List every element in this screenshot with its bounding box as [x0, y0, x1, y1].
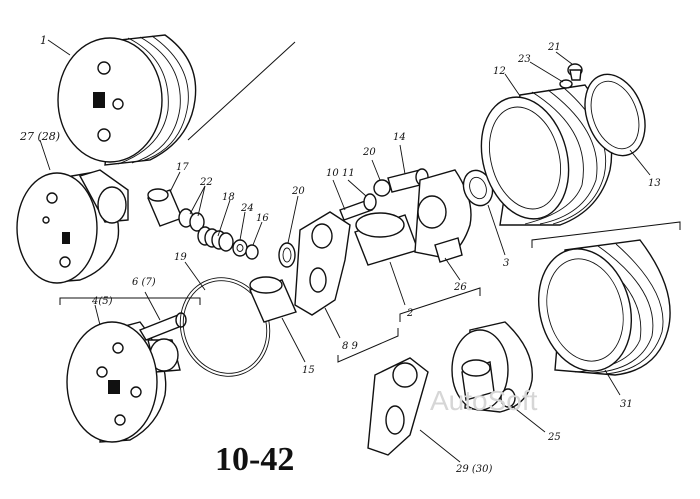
part-17-bushing — [147, 188, 183, 227]
part-24-washer — [232, 239, 248, 257]
part-21-bolt — [567, 63, 583, 81]
callout-1: 1 — [40, 34, 47, 47]
callout-2: 2 — [406, 308, 413, 319]
callout-16: 16 — [256, 213, 269, 224]
callout-22: 22 — [199, 177, 213, 188]
part-2-bushing — [354, 212, 419, 266]
part-18-spring — [197, 226, 234, 252]
callout-11: 11 — [342, 168, 355, 179]
part-1-housing — [57, 34, 197, 166]
callout-21: 21 — [547, 42, 561, 53]
part-13-ring — [584, 73, 646, 157]
leader-lines — [39, 39, 651, 463]
watermark-text: AutoSoft — [430, 385, 538, 416]
part-31-drum — [537, 239, 671, 376]
part-20-ring-left — [278, 242, 296, 268]
callout-17: 17 — [176, 162, 189, 173]
part-12-drum — [480, 84, 613, 226]
callout-25: 25 — [547, 432, 561, 443]
callout-27: 27 (28) — [19, 130, 60, 143]
part-25-cam — [451, 321, 533, 413]
callout-labels: 1 27 (28) 17 22 18 24 16 20 10 11 20 14 … — [19, 34, 661, 475]
part-4-flange — [66, 321, 181, 443]
part-27-flange — [16, 169, 129, 284]
callout-10: 10 — [326, 168, 339, 179]
callout-13: 13 — [648, 178, 661, 189]
figure-number: 10-42 — [215, 441, 294, 478]
callout-3: 3 — [503, 258, 509, 269]
callout-12: 12 — [493, 66, 506, 77]
callout-4: 4(5) — [91, 296, 113, 307]
part-29-lever — [367, 357, 429, 456]
part-15-bushing — [249, 276, 297, 323]
callout-26: 26 — [453, 282, 467, 293]
group-brackets — [59, 41, 681, 363]
part-26-carrier — [414, 169, 472, 263]
callout-29: 29 (30) — [455, 464, 493, 475]
callout-23: 23 — [517, 54, 531, 65]
part-16-washer — [245, 244, 259, 260]
part-8-lever — [294, 211, 351, 316]
callout-24: 24 — [240, 203, 254, 214]
part-6-pin — [138, 312, 187, 341]
callout-31: 31 — [620, 399, 633, 410]
callout-19: 19 — [174, 252, 187, 263]
callout-8-9: 8 9 — [342, 341, 359, 352]
callout-14: 14 — [393, 132, 406, 143]
part-22-rings — [178, 208, 205, 232]
part-20-ring-center — [373, 179, 391, 197]
part-11-ring — [363, 193, 377, 211]
callout-6: 6 (7) — [132, 277, 156, 288]
callout-18: 18 — [222, 192, 235, 203]
callout-20-center: 20 — [362, 147, 376, 158]
callout-15: 15 — [302, 365, 315, 376]
callout-20-left: 20 — [291, 186, 305, 197]
